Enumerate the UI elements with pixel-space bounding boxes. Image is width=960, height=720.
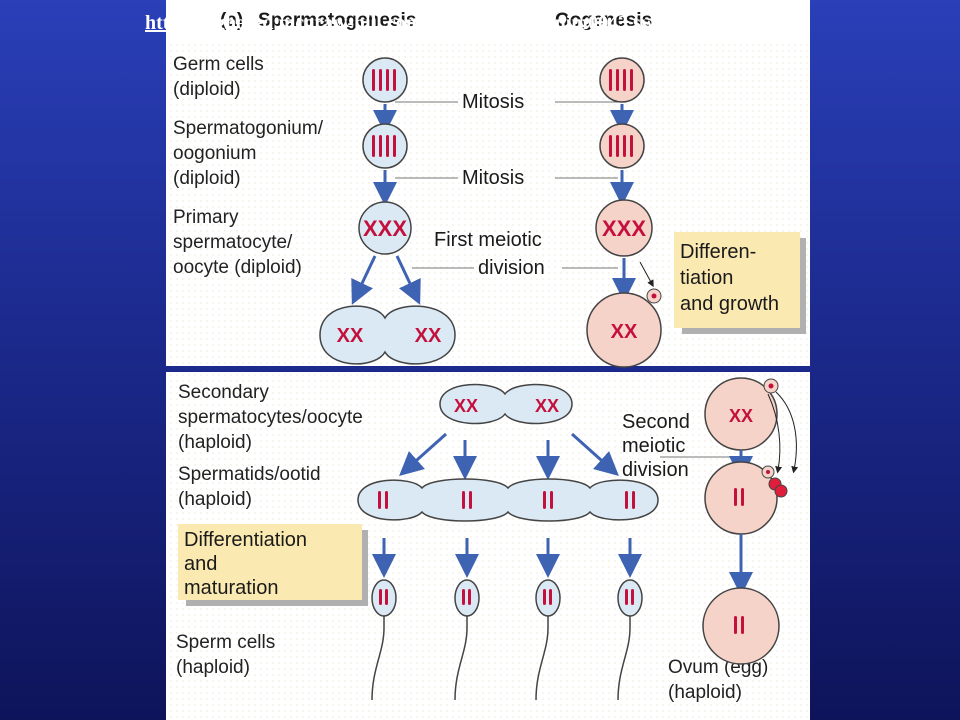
svg-text:Differentiation: Differentiation <box>184 529 307 551</box>
step-first-meiotic: First meiotic division <box>434 229 545 279</box>
lower-secondary-oocyte: XX <box>704 377 778 451</box>
svg-text:Secondary: Secondary <box>178 382 269 403</box>
svg-text:Differen-: Differen- <box>680 241 756 263</box>
svg-text:First meiotic: First meiotic <box>434 229 542 251</box>
oogonium-cell <box>599 123 645 169</box>
polar-body-lower-1 <box>763 378 779 394</box>
step-second-meiotic: Second meiotic division <box>622 411 690 481</box>
svg-text:oocyte (diploid): oocyte (diploid) <box>173 257 302 278</box>
note-diff-growth-text: Differen- tiation and growth <box>680 241 779 315</box>
svg-text:Germ cells: Germ cells <box>173 54 264 75</box>
label-spermatids: Spermatids/ootid (haploid) <box>178 464 321 510</box>
svg-text:(diploid): (diploid) <box>173 168 241 189</box>
svg-text:spermatocytes/oocyte: spermatocytes/oocyte <box>178 407 363 428</box>
sperm-cell-4 <box>617 579 643 701</box>
col-spermatogenesis: Spermatogenesis <box>258 10 416 31</box>
header-strip <box>166 0 810 44</box>
svg-text:Second: Second <box>622 411 690 433</box>
svg-text:Primary: Primary <box>173 207 239 228</box>
svg-text:XX: XX <box>337 325 364 347</box>
note-diff-maturation <box>178 524 362 600</box>
sperm-cell-1 <box>371 579 397 701</box>
label-secondary: Secondary spermatocytes/oocyte (haploid) <box>178 382 363 453</box>
primary-spermatocyte-cell: XXX <box>358 201 412 255</box>
svg-text:(haploid): (haploid) <box>668 682 742 703</box>
svg-text:meiotic: meiotic <box>622 435 685 457</box>
svg-text:XX: XX <box>535 396 559 416</box>
svg-text:(haploid): (haploid) <box>178 432 252 453</box>
ovum-cell <box>702 587 780 665</box>
note-diff-growth <box>674 232 800 328</box>
svg-text:and growth: and growth <box>680 293 779 315</box>
svg-text:(diploid): (diploid) <box>173 79 241 100</box>
sperm-cell-2 <box>454 579 480 701</box>
step-mitosis-2: Mitosis <box>462 167 524 189</box>
sperm-dividing-cell: XX XX <box>319 305 456 365</box>
animation-link[interactable]: http://highered.mcgraw-hill.com/olc/dl/1… <box>145 12 662 34</box>
svg-text:division: division <box>622 459 689 481</box>
col-oogenesis: Oogenesis <box>555 10 652 31</box>
note-diff-maturation-text: Differentiation and maturation <box>184 529 307 599</box>
spermatids-cell <box>357 478 659 522</box>
svg-text:and: and <box>184 553 217 575</box>
svg-text:division: division <box>478 257 545 279</box>
svg-text:(haploid): (haploid) <box>176 657 250 678</box>
spermatogonium-cell <box>362 123 408 169</box>
svg-text:XXX: XXX <box>602 216 646 241</box>
primary-oocyte-cell: XXX <box>595 199 653 257</box>
svg-text:tiation: tiation <box>680 267 733 289</box>
sperm-cell-3 <box>535 579 561 701</box>
svg-text:XX: XX <box>611 321 638 343</box>
svg-text:Spermatids/ootid: Spermatids/ootid <box>178 464 321 485</box>
svg-text:XX: XX <box>415 325 442 347</box>
secondary-spermatocytes-cell: XX XX <box>439 383 573 425</box>
svg-text:(haploid): (haploid) <box>178 489 252 510</box>
label-germ-cells: Germ cells (diploid) <box>173 54 264 100</box>
svg-text:XXX: XXX <box>363 216 407 241</box>
secondary-oocyte-cell: XX <box>586 292 662 368</box>
polar-bodies-cluster <box>761 465 788 498</box>
svg-text:oogonium: oogonium <box>173 143 256 164</box>
step-mitosis-1: Mitosis <box>462 91 524 113</box>
sperm-germ-cell <box>362 57 408 103</box>
svg-text:maturation: maturation <box>184 577 279 599</box>
label-sperm-cells: Sperm cells (haploid) <box>176 632 275 678</box>
svg-text:spermatocyte/: spermatocyte/ <box>173 232 293 253</box>
svg-text:XX: XX <box>729 406 753 426</box>
svg-text:XX: XX <box>454 396 478 416</box>
oo-germ-cell <box>599 57 645 103</box>
polar-body-1 <box>646 288 662 304</box>
label-spermatogonium: Spermatogonium/ oogonium (diploid) <box>173 118 324 189</box>
svg-text:Spermatogonium/: Spermatogonium/ <box>173 118 324 139</box>
svg-text:Sperm cells: Sperm cells <box>176 632 275 653</box>
label-primary: Primary spermatocyte/ oocyte (diploid) <box>173 207 302 278</box>
panel-label: (a) <box>220 10 243 31</box>
